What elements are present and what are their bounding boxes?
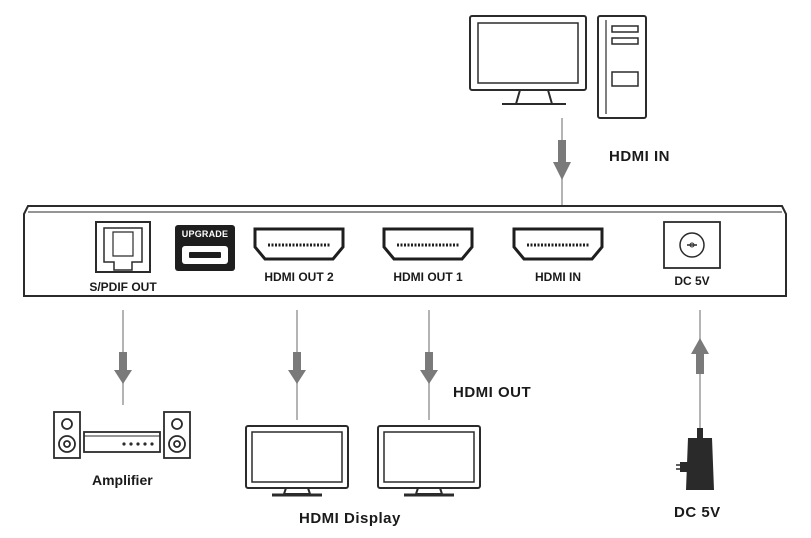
arrow-up-icon	[691, 338, 709, 354]
hdmi-in-connection	[553, 118, 571, 208]
hdmi-out-2-label: HDMI OUT 2	[264, 270, 334, 284]
hdmi-display-2-icon	[245, 425, 349, 497]
upgrade-badge-label: UPGRADE	[181, 229, 229, 239]
hdmi-in-port-label: HDMI IN	[535, 270, 581, 284]
hdmi-out-2-connection	[288, 310, 306, 420]
spdif-out-label: S/PDIF OUT	[89, 280, 157, 294]
upgrade-port-icon	[175, 225, 235, 271]
amplifier-label: Amplifier	[92, 472, 153, 488]
arrow-down-icon	[114, 370, 132, 384]
spdif-port-icon	[95, 221, 151, 273]
hdmi-in-port-icon	[512, 227, 604, 261]
arrow-down-icon	[553, 162, 571, 180]
power-adapter-icon	[676, 428, 714, 490]
dc-jack-port-icon	[663, 221, 721, 269]
hdmi-out-1-connection	[420, 310, 438, 420]
hdmi-out-1-port-icon	[382, 227, 474, 261]
hdmi-display-label: HDMI Display	[299, 510, 401, 527]
dc-5v-port-label: DC 5V	[674, 274, 710, 288]
hdmi-out-label: HDMI OUT	[453, 384, 532, 401]
spdif-connection	[114, 310, 132, 405]
amplifier-icon	[53, 411, 191, 459]
hdmi-display-1-icon	[377, 425, 481, 497]
pc-computer-icon	[469, 15, 647, 119]
dc-5v-power-label: DC 5V	[674, 504, 721, 521]
dc-power-connection	[691, 310, 709, 430]
hdmi-out-1-label: HDMI OUT 1	[393, 270, 463, 284]
hdmi-out-2-port-icon	[253, 227, 345, 261]
arrow-down-icon	[288, 370, 306, 384]
arrow-down-icon	[420, 370, 438, 384]
hdmi-in-source-label: HDMI IN	[609, 148, 670, 165]
